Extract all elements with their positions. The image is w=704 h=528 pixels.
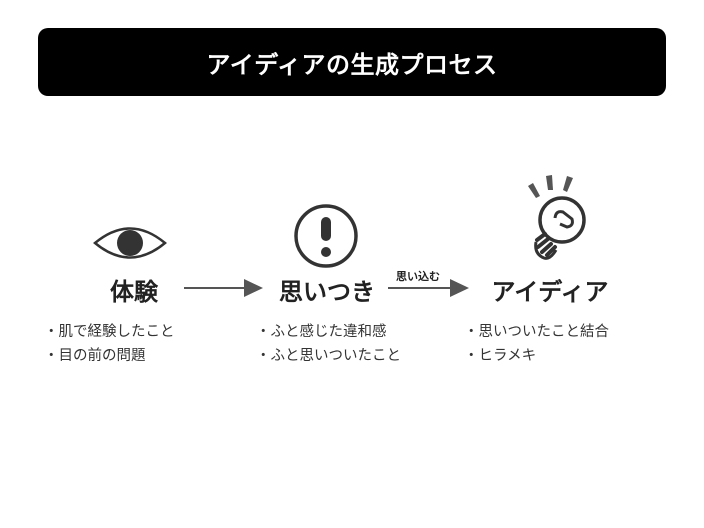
page-title: アイディアの生成プロセス xyxy=(206,50,498,79)
bullet-list-inspiration: ・ふと感じた違和感 ・ふと思いついたこと xyxy=(256,320,401,368)
arrow-right-icon xyxy=(388,279,469,297)
step-label-experience: 体験 xyxy=(110,278,158,306)
arrow-label: 思い込む xyxy=(396,270,440,283)
bullet-list-idea: ・思いついたこと結合 ・ヒラメキ xyxy=(464,320,609,368)
bullet-item: ・肌で経験したこと xyxy=(44,324,175,340)
title-bar: アイディアの生成プロセス xyxy=(38,28,666,96)
bullet-item: ・ふと感じた違和感 xyxy=(256,324,387,340)
exclamation-icon xyxy=(294,204,358,268)
lightbulb-icon xyxy=(528,175,586,260)
bullet-list-experience: ・肌で経験したこと ・目の前の問題 xyxy=(44,320,175,368)
bullet-item: ・目の前の問題 xyxy=(44,348,146,364)
bullet-item: ・ヒラメキ xyxy=(464,348,537,364)
bullet-item: ・思いついたこと結合 xyxy=(464,324,609,340)
arrow-right-icon xyxy=(184,279,263,297)
eye-icon xyxy=(93,227,167,259)
step-label-inspiration: 思いつき xyxy=(279,278,375,306)
bullet-item: ・ふと思いついたこと xyxy=(256,348,401,364)
step-label-idea: アイディア xyxy=(491,278,609,306)
